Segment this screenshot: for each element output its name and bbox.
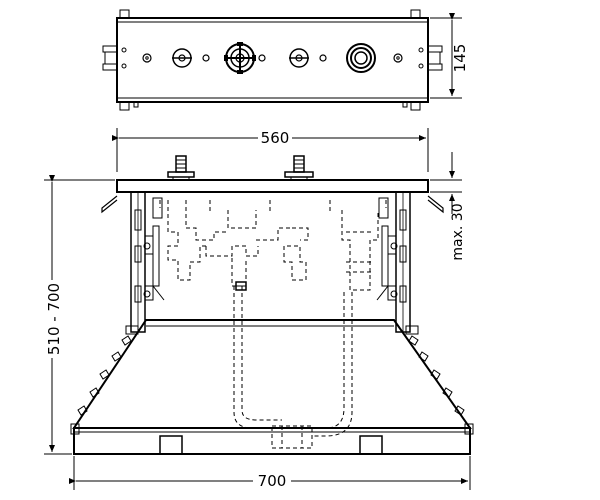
valve-3-top (289, 48, 309, 68)
fitting-right (284, 155, 314, 181)
dim-max30-label: max. 30 (450, 203, 466, 260)
dim-700-label: 700 (258, 472, 287, 490)
valve-1-top (172, 48, 192, 68)
hidden-valve-body (159, 200, 387, 449)
dimension-height-range: 510 - 700 (44, 175, 115, 455)
top-view-frame (116, 17, 429, 103)
base-plate (70, 319, 474, 455)
dim-145-label: 145 (451, 44, 469, 73)
dimension-height-top: 145 (430, 13, 469, 99)
top-plate (116, 179, 429, 193)
dimension-width-top: 560 (112, 127, 429, 172)
dim-560-label: 560 (261, 129, 290, 147)
valve-2-top (224, 42, 256, 74)
top-view (102, 9, 443, 111)
fitting-left (167, 155, 195, 181)
dimension-width-bottom: 700 (69, 456, 471, 490)
right-post (376, 191, 411, 333)
dim-510-700-label: 510 - 700 (45, 283, 63, 355)
thermostat-top (346, 43, 376, 73)
front-view (70, 155, 474, 455)
left-post (130, 191, 165, 333)
outlet-stub (235, 281, 247, 291)
dimension-max-depth: max. 30 (430, 152, 466, 261)
